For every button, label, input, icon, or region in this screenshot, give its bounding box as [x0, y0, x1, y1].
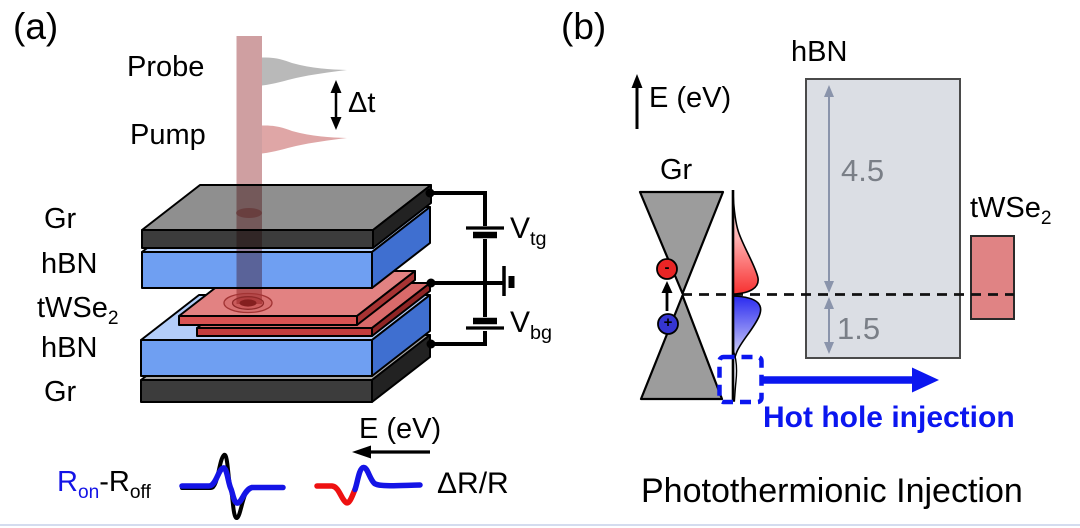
- hbn-barrier-box: [805, 78, 961, 359]
- pump-label: Pump: [130, 119, 206, 151]
- layer-label-twse2: tWSe2: [37, 292, 119, 329]
- ground-symbol: [502, 266, 515, 296]
- electron-symbol: -: [664, 259, 670, 277]
- graphene-label-b: Gr: [660, 154, 693, 186]
- hbn-label-b: hBN: [791, 36, 848, 68]
- vbg-battery: [466, 317, 504, 330]
- twse2-level-box: [970, 235, 1015, 320]
- beam-spot-top-gate: [236, 208, 262, 218]
- energy-axis-label-a: E (eV): [359, 413, 442, 445]
- hot-hole-lobe: [732, 295, 762, 364]
- signal-waveform-onoff: [179, 452, 286, 521]
- probe-label: Probe: [127, 51, 205, 83]
- layer-label-gr-bottom: Gr: [44, 376, 77, 408]
- hot-hole-arrow: [761, 367, 939, 393]
- delta-t-arrow: [330, 80, 342, 130]
- barrier-45-value: 4.5: [841, 153, 885, 188]
- contact-dots: [425, 188, 436, 349]
- hot-hole-injection-label: Hot hole injection: [763, 401, 1015, 434]
- energy-axis-arrow-b: [631, 74, 643, 129]
- laser-beam: [223, 36, 273, 314]
- barrier-15-arrow: [824, 297, 834, 354]
- twse2-label-b: tWSe2: [970, 192, 1052, 229]
- signal-label-ron-roff: Ron-Roff: [57, 466, 151, 503]
- barrier-15-value: 1.5: [837, 311, 881, 346]
- layer-label-hbn-bottom: hBN: [41, 332, 98, 364]
- vtg-battery: [466, 226, 504, 239]
- delta-t-label: Δt: [348, 87, 376, 119]
- vtg-label: Vtg: [510, 212, 547, 250]
- hot-electron-lobe: [732, 192, 759, 296]
- signal-waveform-drr: [314, 464, 423, 506]
- vbg-label: Vbg: [510, 306, 553, 344]
- hot-hole-box: [717, 354, 764, 405]
- pump-pulse: [262, 125, 347, 154]
- dirac-cone: [638, 190, 725, 401]
- device-stack: [140, 184, 432, 403]
- panel-b-label: (b): [561, 6, 607, 47]
- carrier-distribution: [731, 190, 762, 402]
- circuit-wires: [430, 191, 503, 346]
- layer-label-hbn-top: hBN: [41, 248, 98, 280]
- slab-top-graphene: [141, 184, 432, 249]
- energy-axis-arrow-a: [352, 445, 430, 459]
- layer-label-gr-top: Gr: [44, 203, 77, 235]
- energy-axis-label-b: E (eV): [649, 82, 732, 114]
- focal-spot: [223, 292, 273, 314]
- panel-a-label: (a): [13, 6, 59, 47]
- caption: Photothermionic Injection: [641, 472, 1023, 510]
- probe-pulse: [262, 57, 347, 86]
- bottom-rule: [0, 524, 1080, 526]
- hole-symbol: +: [663, 314, 673, 332]
- hole-circle: [657, 313, 679, 335]
- electron-circle: [656, 258, 678, 280]
- signal-label-drr: ΔR/R: [437, 467, 509, 500]
- excitation-arrow: [661, 281, 673, 311]
- barrier-45-arrow: [824, 85, 834, 293]
